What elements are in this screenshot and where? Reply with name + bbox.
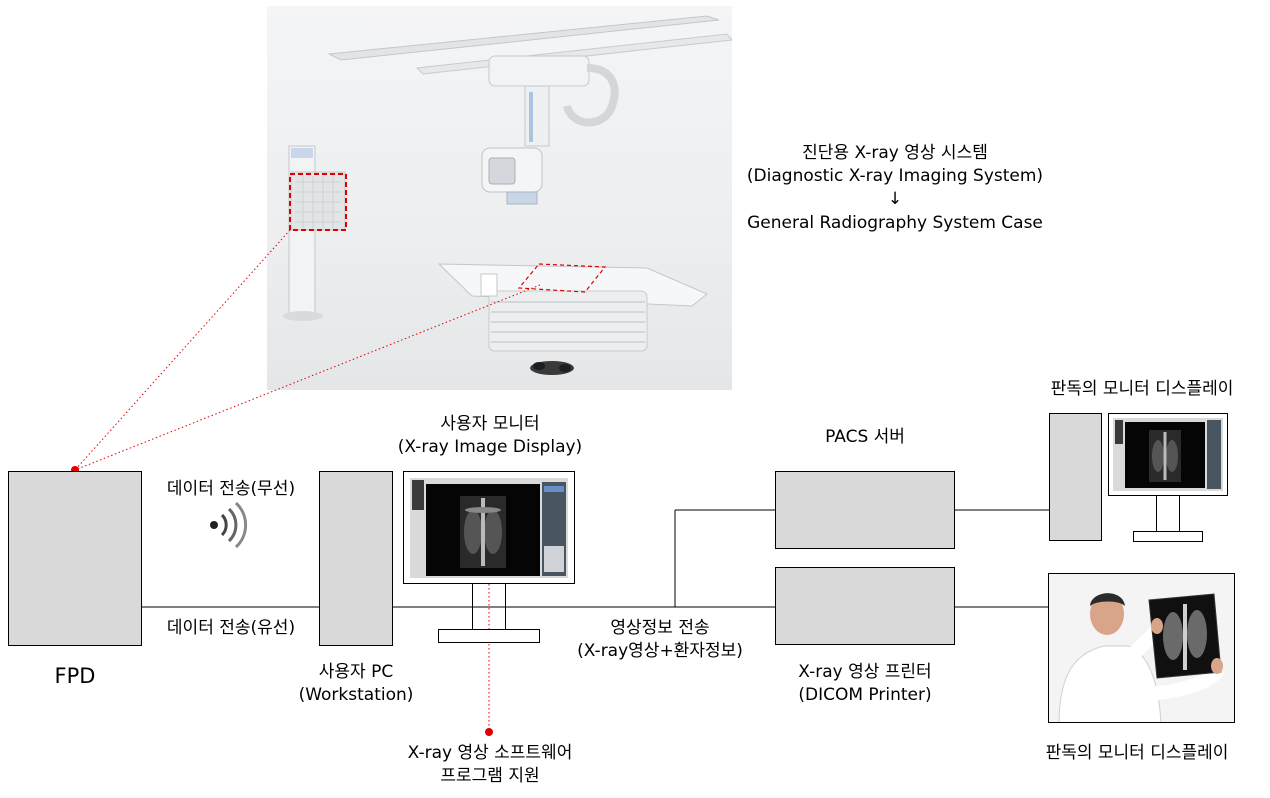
system-title-line2: (Diagnostic X-ray Imaging System) [746,166,1044,186]
reading-monitor [1108,413,1228,496]
pacs-server-box [775,471,955,549]
reading-pc-tower [1049,413,1102,541]
panel-tools [544,546,564,572]
reading-monitor-screen [1113,418,1223,491]
thumbnail-strip [412,480,424,510]
user-monitor [403,471,575,584]
user-pc-label: 사용자 PC [318,662,394,682]
user-monitor-sublabel: (X-ray Image Display) [397,437,583,457]
image-transfer-label: 영상정보 전송 [610,618,710,638]
system-title-line3: General Radiography System Case [747,213,1043,233]
user-monitor-stand [472,584,506,630]
reading-monitor-base [1133,531,1203,542]
reading-chest-xray-image [1149,430,1181,482]
down-arrow: ↓ [887,189,903,209]
doctor-reading-xray-photo [1048,573,1235,723]
xray-viewport [426,484,540,576]
software-sublabel: 프로그램 지원 [440,766,540,786]
software-callout-dot [485,728,493,736]
radiography-system-photo [267,6,732,390]
user-pc-box [319,471,393,646]
reading-monitor-stand [1156,496,1180,532]
user-monitor-screen [410,478,568,578]
chest-xray-image [460,496,506,568]
printer-box [775,567,955,645]
user-monitor-label: 사용자 모니터 [440,414,540,434]
printer-label: X-ray 영상 프린터 [798,662,932,682]
reading-doctor-label: 판독의 모니터 디스플레이 [1045,743,1229,763]
fpd-callout-line-1 [74,229,291,471]
pacs-label: PACS 서버 [825,427,905,447]
wired-transfer-label: 데이터 전송(유선) [166,618,296,638]
wireless-transfer-label: 데이터 전송(무선) [166,479,296,499]
software-label: X-ray 영상 소프트웨어 [407,743,573,763]
reading-thumbnail-strip [1115,420,1123,444]
system-title-line1: 진단용 X-ray 영상 시스템 [802,143,988,163]
printer-sublabel: (DICOM Printer) [798,685,932,705]
reading-control-panel [1207,420,1221,489]
fpd-callout-line-2 [74,284,541,471]
reading-monitor-label: 판독의 모니터 디스플레이 [1050,379,1234,399]
reading-xray-viewport [1125,422,1205,488]
doctor-illustration [1058,593,1225,722]
user-monitor-base [438,629,540,643]
fpd-label: FPD [54,664,96,688]
user-pc-sublabel: (Workstation) [298,685,414,705]
radiography-system-illustration [283,15,732,375]
image-transfer-sublabel: (X-ray영상+환자정보) [577,641,743,661]
fpd-box [8,471,142,646]
control-panel [542,482,566,576]
panel-header [544,486,564,492]
